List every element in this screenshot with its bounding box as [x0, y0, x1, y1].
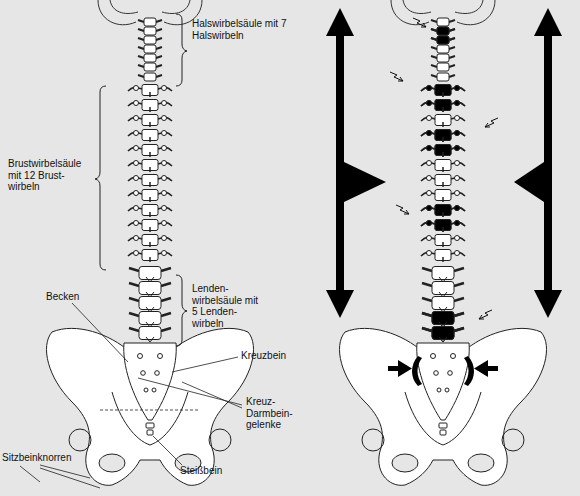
affected-vertebra	[421, 220, 465, 233]
cervical-vertebrae	[138, 18, 162, 81]
coccyx	[146, 423, 154, 428]
part-label: Sitzbeinknorren	[2, 452, 92, 464]
dashed-line	[100, 410, 200, 411]
part-label: Kreuzbein	[241, 350, 301, 362]
sacral-foramen	[155, 371, 160, 376]
affected-vertebra	[421, 85, 465, 98]
vertebra	[128, 205, 172, 218]
pain-mark	[485, 118, 498, 127]
acetabulum	[209, 429, 231, 451]
vertebra	[138, 36, 162, 44]
part-label: Lenden- wirbelsäule mit 5 Lenden- wirbel…	[192, 283, 264, 329]
vertebra	[128, 145, 172, 158]
part-label: Steißbein	[180, 465, 240, 477]
arrow-head	[474, 360, 488, 377]
affected-vertebrae	[412, 27, 474, 386]
pain-mark	[390, 72, 403, 81]
bracket	[95, 86, 106, 270]
leader-line	[138, 378, 242, 408]
vertebra	[129, 297, 171, 313]
arrow-head	[326, 8, 354, 36]
affected-joint	[412, 356, 422, 386]
vertebra	[128, 100, 172, 113]
vertebra	[129, 267, 171, 283]
arrow-shaft	[544, 30, 552, 295]
leader-line	[20, 465, 100, 488]
pelvis-outline	[46, 328, 253, 485]
pelvis	[46, 328, 253, 485]
affected-vertebra	[421, 130, 465, 143]
arrow-head	[534, 290, 562, 318]
affected-vertebra	[421, 100, 465, 113]
thoracic-vertebrae	[128, 85, 172, 263]
affected-vertebra	[422, 312, 464, 328]
leader-line	[72, 303, 128, 362]
arrow-head	[514, 162, 544, 202]
bracket	[176, 275, 187, 346]
arrow-head	[534, 8, 562, 36]
vertebra	[128, 175, 172, 188]
vertebra	[138, 45, 162, 53]
lumbar-vertebrae	[129, 267, 171, 343]
affected-joint	[464, 356, 474, 386]
vertebra	[128, 115, 172, 128]
vertebra	[129, 282, 171, 298]
affected-vertebra	[431, 27, 455, 35]
affected-vertebra	[421, 205, 465, 218]
vertebra	[129, 312, 171, 328]
arrow-head	[344, 162, 386, 202]
vertebra	[128, 160, 172, 173]
vertebra	[138, 18, 162, 26]
arrow-head	[398, 360, 412, 377]
vertebra	[138, 27, 162, 35]
arrow-head	[326, 290, 354, 318]
affected-vertebra	[431, 36, 455, 44]
arrow-shaft	[336, 30, 344, 295]
vertebra	[128, 220, 172, 233]
pain-marks	[390, 18, 498, 319]
pain-mark	[396, 205, 409, 214]
vertebra	[128, 190, 172, 203]
part-label: Becken	[46, 291, 96, 303]
vertebra	[128, 250, 172, 263]
skeleton	[46, 0, 253, 485]
leader-line	[172, 357, 238, 372]
skeleton-copy	[339, 0, 546, 485]
vertebra	[128, 130, 172, 143]
bracket	[176, 14, 187, 86]
affected-vertebra	[421, 145, 465, 158]
pain-mark	[413, 18, 426, 27]
vertebra	[138, 54, 162, 62]
sacral-foramen	[141, 371, 146, 376]
force-arrows	[326, 8, 562, 377]
leader-line	[153, 436, 182, 465]
vertebra	[128, 85, 172, 98]
sacral-foramen	[144, 388, 148, 392]
sacral-foramen	[158, 354, 163, 359]
pain-mark	[479, 310, 492, 319]
vertebra	[138, 73, 162, 81]
vertebra	[128, 235, 172, 248]
sacral-foramen	[138, 354, 143, 359]
sacral-foramen	[152, 388, 156, 392]
part-label: Kreuz- Darmbein- gelenke	[246, 396, 304, 431]
acetabulum	[69, 429, 91, 451]
obturator-foramen	[99, 454, 125, 472]
vertebra	[129, 327, 171, 343]
part-label: Halswirbelsäule mit 7 Halswirbeln	[192, 18, 302, 41]
affected-vertebra	[422, 327, 464, 343]
vertebra	[138, 63, 162, 71]
coccyx	[147, 430, 153, 435]
brackets	[95, 14, 187, 346]
part-label: Brustwirbelsäule mit 12 Brust- wirbeln	[8, 158, 92, 193]
